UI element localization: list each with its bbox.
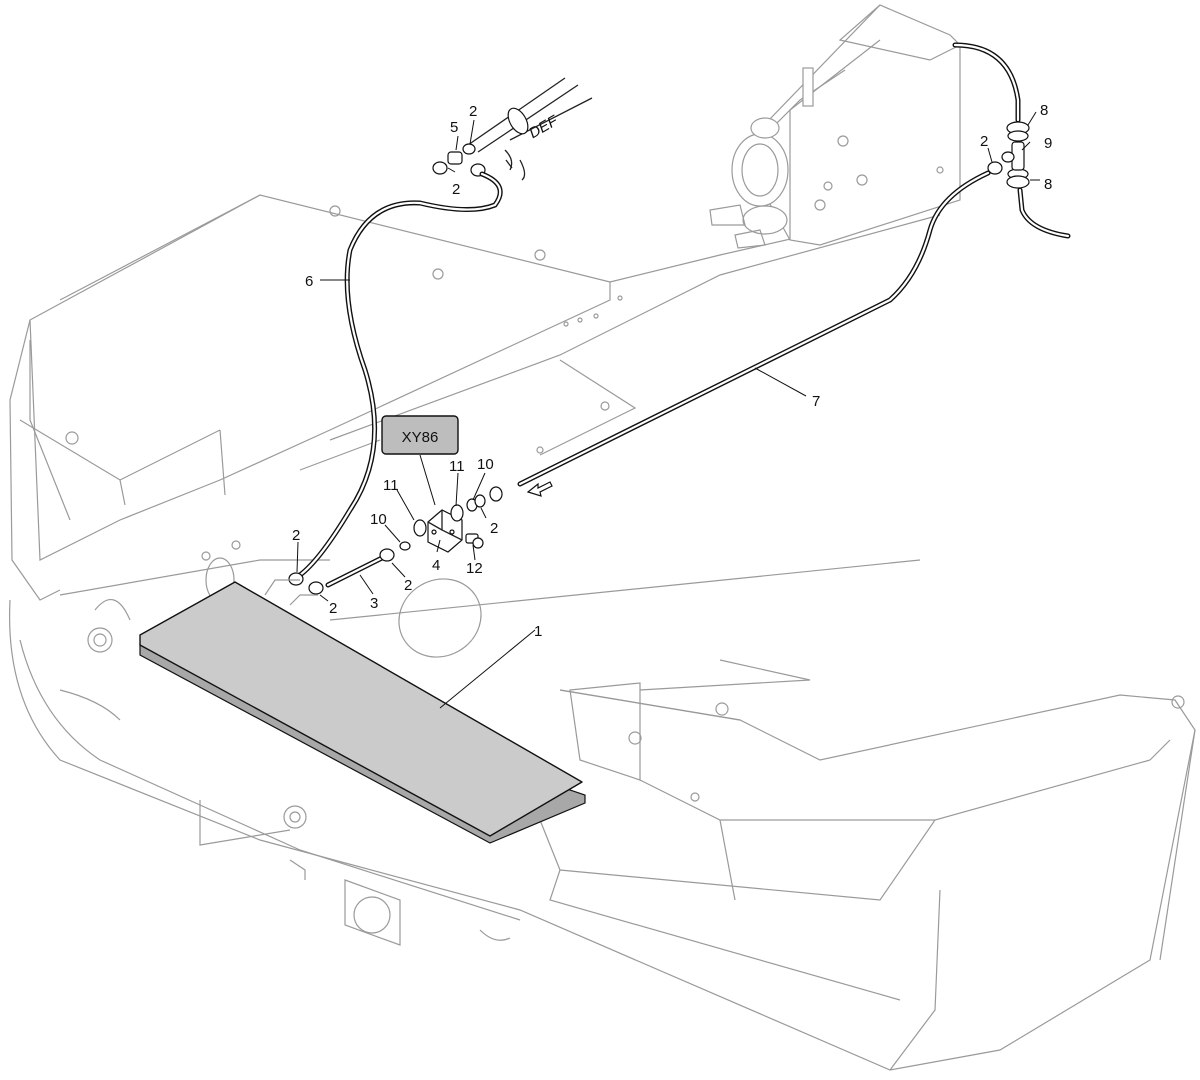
callout-2-left-c: 2 — [404, 577, 412, 594]
callout-3: 3 — [370, 595, 378, 612]
machine-frame-outline — [8, 194, 1196, 1071]
clamp-part-2-left-a — [288, 572, 304, 586]
callout-10-b: 10 — [370, 511, 387, 528]
callout-11-b: 11 — [383, 477, 399, 494]
def-supply-hose — [467, 77, 593, 181]
xy86-label-box: XY86 — [381, 415, 459, 455]
clamp-part-2-mid — [474, 486, 503, 508]
callout-2-top-a: 2 — [469, 103, 477, 120]
callout-1: 1 — [534, 623, 542, 640]
callout-5: 5 — [450, 119, 458, 136]
callout-2-left-a: 2 — [292, 527, 300, 544]
callout-4: 4 — [432, 557, 440, 574]
callout-2-right: 2 — [980, 133, 988, 150]
clamp-part-8-upper — [1006, 121, 1030, 142]
callout-10-a: 10 — [477, 456, 494, 473]
clamp-part-2-left-b — [308, 581, 324, 595]
oring-part-11-b — [450, 504, 464, 522]
t-fitting-part-9 — [1001, 141, 1025, 171]
pad-part-1 — [139, 581, 586, 844]
short-tubes — [264, 579, 318, 606]
hose-part-7 — [517, 170, 991, 487]
clamp-part-2-left-c — [379, 548, 395, 562]
callout-7: 7 — [812, 393, 820, 410]
callout-8-lower: 8 — [1044, 176, 1052, 193]
clamp-part-2-right — [987, 161, 1003, 175]
oring-part-11-a — [413, 519, 427, 537]
callout-12: 12 — [466, 560, 483, 577]
callout-11-a: 11 — [449, 458, 465, 475]
clamp-part-2-top-a — [462, 143, 476, 155]
supply-hose-right — [952, 42, 1071, 239]
oring-part-10-a — [399, 541, 411, 551]
tube-part-3 — [325, 555, 385, 588]
callout-9: 9 — [1044, 135, 1052, 152]
callout-2-top-b: 2 — [452, 181, 460, 198]
clamp-part-8-lower — [1006, 168, 1030, 189]
callout-2-mid: 2 — [490, 520, 498, 537]
callout-6: 6 — [305, 273, 313, 290]
leader-lines — [296, 111, 1040, 709]
sensor-part-12 — [465, 533, 484, 549]
def-tank-pump-assembly — [709, 4, 961, 249]
clamp-part-2-top-b — [432, 161, 486, 177]
callout-2-left-b: 2 — [329, 600, 337, 617]
connector-part-5 — [447, 151, 463, 165]
callout-numbers: 1 2 2 5 6 7 8 8 9 2 11 10 2 4 12 11 10 2… — [292, 102, 1052, 640]
hose-part-6 — [297, 171, 503, 578]
flow-arrow-icon — [526, 481, 553, 497]
xy86-label: XY86 — [402, 429, 439, 446]
valve-block-part-4 — [427, 509, 463, 553]
callout-8-upper: 8 — [1040, 102, 1048, 119]
